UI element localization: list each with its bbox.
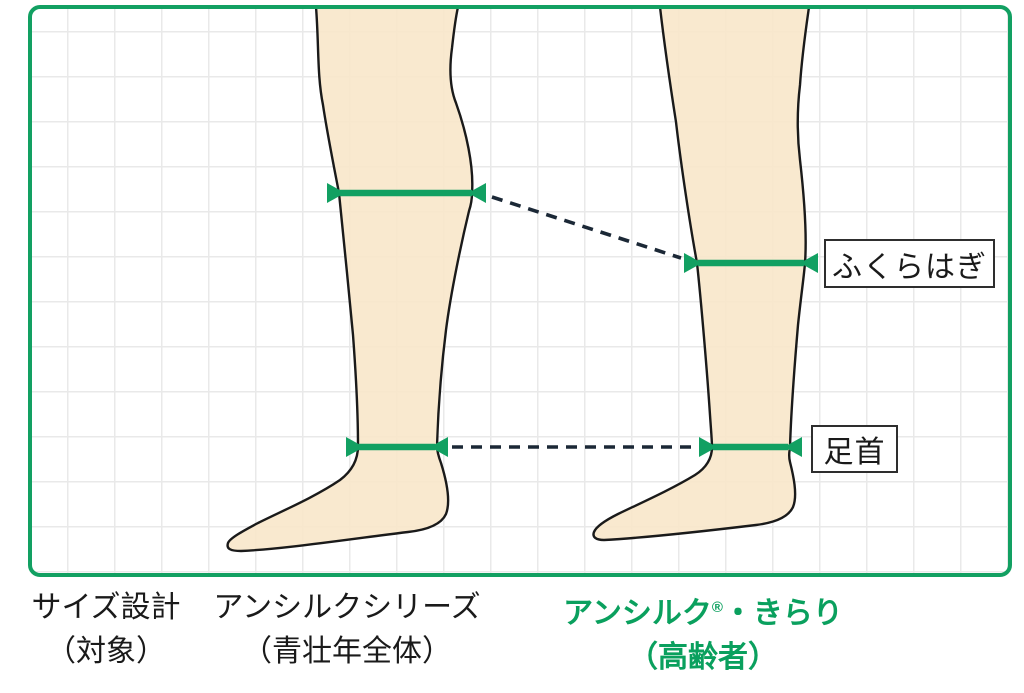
left-leg-calf-measure-arrow — [327, 183, 486, 203]
ankle-callout-label: 足首 — [811, 425, 898, 473]
caption-anshilk-series-line1: アンシルクシリーズ — [213, 591, 481, 624]
calf-callout-label: ふくらはぎ — [824, 239, 995, 288]
brand-name: アンシルク — [563, 597, 712, 630]
registered-mark: ® — [711, 599, 723, 616]
caption-size-design-line1: サイズ設計 — [31, 591, 181, 624]
right-leg-calf-measure-arrow — [684, 253, 818, 273]
brand-name-suffix: ・きらり — [722, 597, 843, 630]
calf-callout-text: ふくらはぎ — [832, 250, 987, 284]
caption-anshilk-kirari-line2: （高齢者） — [628, 641, 778, 674]
left-leg-ankle-measure-arrow — [346, 437, 448, 457]
right-leg-ankle-measure-arrow — [699, 437, 802, 457]
left-leg-illustration — [226, 5, 474, 553]
caption-anshilk-kirari: アンシルク®・きらり （高齢者） — [563, 586, 843, 680]
caption-size-design-line2: （対象） — [45, 635, 166, 668]
grid-background — [28, 5, 1012, 577]
caption-anshilk-series-line2: （青壮年全体） — [242, 635, 452, 668]
caption-anshilk-series: アンシルクシリーズ （青壮年全体） — [213, 586, 480, 674]
caption-anshilk-kirari-line1: アンシルク®・きらり — [563, 586, 843, 636]
caption-size-design: サイズ設計 （対象） — [31, 586, 180, 674]
calf-connector-dashed-line — [491, 195, 682, 260]
ankle-callout-text: 足首 — [823, 436, 886, 469]
right-leg-illustration — [592, 5, 811, 542]
